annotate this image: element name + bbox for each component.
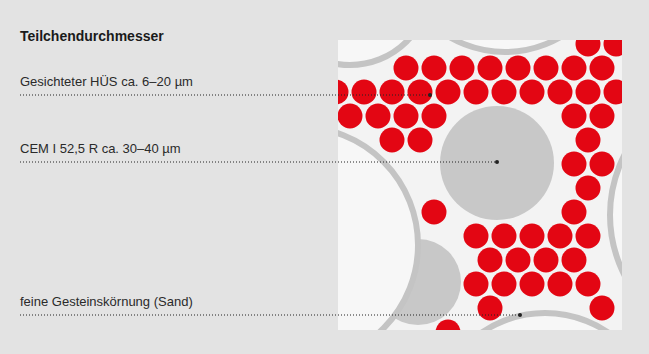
huesand-particle [492,272,517,297]
sand-grain [338,40,430,65]
huesand-particle [506,56,531,81]
leader-lines [20,93,522,317]
huesand-particle [576,176,601,201]
huesand-particle [422,104,447,129]
leader-line [20,315,520,316]
huesand-particle [548,80,573,105]
huesand-particle [548,224,573,249]
huesand-particle [590,296,615,321]
huesand-particle [394,56,419,81]
huesand-particle [422,56,447,81]
huesand-particle [590,152,615,177]
leader-line [20,162,497,163]
huesand-particle [352,80,377,105]
huesand-particle [408,80,433,105]
particle-label: feine Gesteinskörnung (Sand) [20,294,193,309]
huesand-particle [576,80,601,105]
huesand-particle [338,80,349,105]
huesand-particle [464,80,489,105]
huesand-particle [422,200,447,225]
huesand-particle [492,224,517,249]
leader-dot [495,160,499,164]
huesand-particle [604,40,623,57]
huesand-particle [408,128,433,153]
huesand-particle [590,56,615,81]
huesand-particle [534,56,559,81]
huesand-particle [380,128,405,153]
huesand-particle [450,56,475,81]
diagram-title: Teilchendurchmesser [20,28,164,44]
huesand-particle [576,128,601,153]
huesand-particle [562,104,587,129]
cement-particle [440,106,554,220]
huesand-particle [590,104,615,129]
huesand-particle [506,248,531,273]
huesand-particle [576,40,601,57]
huesand-particle [562,200,587,225]
huesand-particle [478,296,503,321]
sand-grain [610,83,622,330]
huesand-particle [436,320,461,331]
leader-line [20,95,430,96]
huesand-particle [604,80,623,105]
huesand-particle [562,56,587,81]
huesand-particle [394,104,419,129]
huesand-particle [492,80,517,105]
huesand-particle [464,272,489,297]
sand-grain [433,313,622,330]
huesand-particle [478,248,503,273]
huesand-particle [562,152,587,177]
sand-grain [338,127,418,330]
leader-dot [518,313,522,317]
huesand-particle [520,224,545,249]
huesand-particle [464,224,489,249]
huesand-particle [380,80,405,105]
huesand-particle [338,104,363,129]
huesand-particle [548,272,573,297]
leader-dot [428,93,432,97]
particle-packing [338,40,622,330]
sand-grain [395,40,615,52]
huesand-particle [478,56,503,81]
particle-label: CEM I 52,5 R ca. 30–40 µm [20,141,181,156]
huesand-particle [534,248,559,273]
huesand-particle [520,80,545,105]
huesand-particle [366,104,391,129]
huesand-particle [436,80,461,105]
huesand-particle [562,248,587,273]
huesand-particle [520,272,545,297]
particle-label: Gesichteter HÜS ca. 6–20 µm [20,74,193,89]
huesand-particle [576,272,601,297]
huesand-particle [576,224,601,249]
